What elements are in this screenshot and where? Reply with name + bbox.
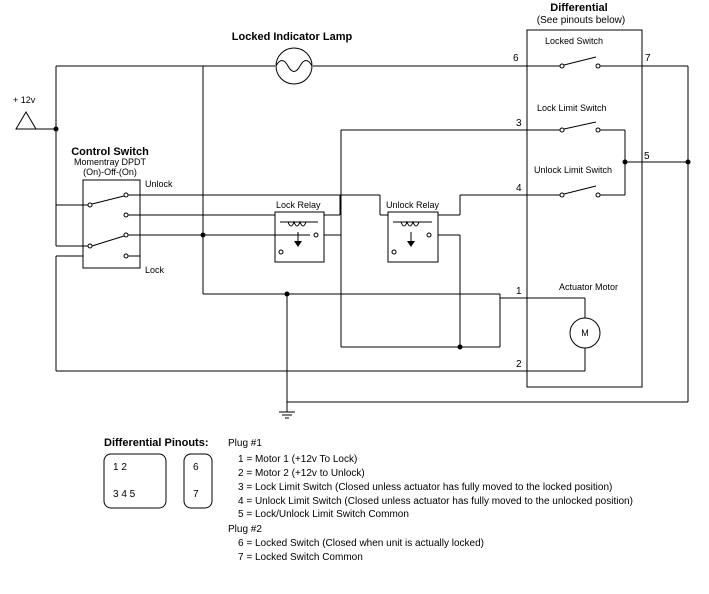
pin-4: 4 — [516, 183, 522, 194]
pin-1: 1 — [516, 286, 522, 297]
locked-switch: Locked Switch 6 7 — [56, 36, 688, 69]
differential-title: Differential — [550, 2, 607, 14]
lock-limit-switch: Lock Limit Switch 3 — [341, 103, 625, 133]
pinout-box2-row2: 7 — [193, 489, 199, 500]
control-switch-subtitle1: Momentray DPDT — [74, 157, 147, 167]
supply-label: + 12v — [13, 95, 36, 105]
plug1-line-5: 5 = Lock/Unlock Limit Switch Common — [238, 509, 409, 520]
differential-pinouts: Differential Pinouts: 1 2 3 4 5 6 7 Plug… — [103, 437, 633, 563]
plug1-line-3: 3 = Lock Limit Switch (Closed unless act… — [238, 482, 612, 493]
unlock-limit-switch-label: Unlock Limit Switch — [534, 165, 612, 175]
unlock-relay: Unlock Relay — [386, 200, 440, 263]
plug1-line-1: 1 = Motor 1 (+12v To Lock) — [238, 454, 357, 465]
locked-indicator-lamp: Locked Indicator Lamp — [232, 31, 353, 85]
pin-7: 7 — [645, 53, 651, 64]
lock-limit-switch-label: Lock Limit Switch — [537, 103, 607, 113]
control-switch-subtitle2: (On)-Off-(On) — [83, 167, 137, 177]
unlock-relay-label: Unlock Relay — [386, 200, 440, 210]
pin-6: 6 — [513, 53, 519, 64]
pin-3: 3 — [516, 118, 522, 129]
plug1-title: Plug #1 — [228, 438, 262, 449]
pin-2: 2 — [516, 359, 522, 370]
junction-5a — [622, 159, 628, 165]
control-switch-title: Control Switch — [71, 146, 149, 158]
pinouts-title: Differential Pinouts: — [104, 437, 209, 449]
supply-12v: + 12v — [13, 66, 93, 249]
motor-symbol: M — [581, 328, 589, 338]
control-switch: Control Switch Momentray DPDT (On)-Off-(… — [71, 146, 380, 275]
unlock-limit-switch: Unlock Limit Switch 4 — [460, 130, 626, 198]
lamp-label: Locked Indicator Lamp — [232, 31, 353, 43]
pin-5: 5 — [644, 151, 650, 162]
lock-relay: Lock Relay — [274, 200, 325, 263]
pinout-box2-row1: 6 — [193, 462, 199, 473]
lock-position-label: Lock — [145, 265, 165, 275]
plug1-line-2: 2 = Motor 2 (+12v to Unlock) — [238, 468, 365, 479]
actuator-motor: Actuator Motor M 1 2 — [56, 282, 618, 372]
pinout-box1-row1: 1 2 — [113, 462, 127, 473]
plug2-title: Plug #2 — [228, 524, 262, 535]
lock-relay-label: Lock Relay — [276, 200, 321, 210]
pinout-box1-row2: 3 4 5 — [113, 489, 136, 500]
plug1-line-4: 4 = Unlock Limit Switch (Closed unless a… — [238, 496, 633, 507]
plug2-line-1: 6 = Locked Switch (Closed when unit is a… — [238, 538, 484, 549]
differential-unit: Differential (See pinouts below) — [526, 2, 643, 388]
locked-switch-label: Locked Switch — [545, 36, 603, 46]
unlock-position-label: Unlock — [145, 179, 173, 189]
plug2-line-2: 7 = Locked Switch Common — [238, 552, 363, 563]
ground-icon — [279, 411, 295, 419]
differential-subtitle: (See pinouts below) — [537, 15, 625, 26]
actuator-motor-label: Actuator Motor — [559, 282, 618, 292]
